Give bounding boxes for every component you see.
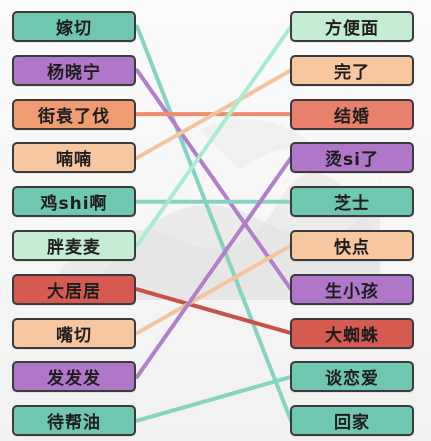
connection-line-2 [135,68,293,292]
left-tile-1[interactable]: 嫁切 [12,11,136,42]
connection-line-10 [135,374,293,423]
connection-line-4 [135,68,293,160]
left-tile-3[interactable]: 街袁了伐 [12,98,136,130]
right-tile-7[interactable]: 生小孩 [290,273,414,305]
right-tile-4[interactable]: 烫si了 [290,142,414,174]
left-tile-8[interactable]: 嘴切 [12,317,136,349]
connection-line-6 [135,24,293,248]
left-tile-7[interactable]: 大居居 [12,273,136,305]
right-tile-6[interactable]: 快点 [290,230,414,261]
left-tile-6[interactable]: 胖麦麦 [12,230,136,261]
right-tile-5[interactable]: 芝士 [290,186,414,218]
right-tile-10[interactable]: 回家 [290,405,414,437]
left-tile-9[interactable]: 发发发 [12,361,136,393]
right-tile-1[interactable]: 方便面 [290,11,414,42]
right-tile-2[interactable]: 完了 [290,54,414,86]
connection-line-1 [135,24,293,423]
left-tile-4[interactable]: 喃喃 [12,142,136,174]
right-tile-8[interactable]: 大蜘蛛 [290,317,414,349]
connection-line-8 [135,243,293,336]
right-tile-3[interactable]: 结婚 [290,98,414,130]
connection-line-9 [135,155,293,379]
connection-line-7 [135,287,293,336]
left-tile-2[interactable]: 杨晓宁 [12,54,136,86]
left-tile-10[interactable]: 待帮油 [12,405,136,437]
right-tile-9[interactable]: 谈恋爱 [290,361,414,393]
left-tile-5[interactable]: 鸡shi啊 [12,186,136,218]
